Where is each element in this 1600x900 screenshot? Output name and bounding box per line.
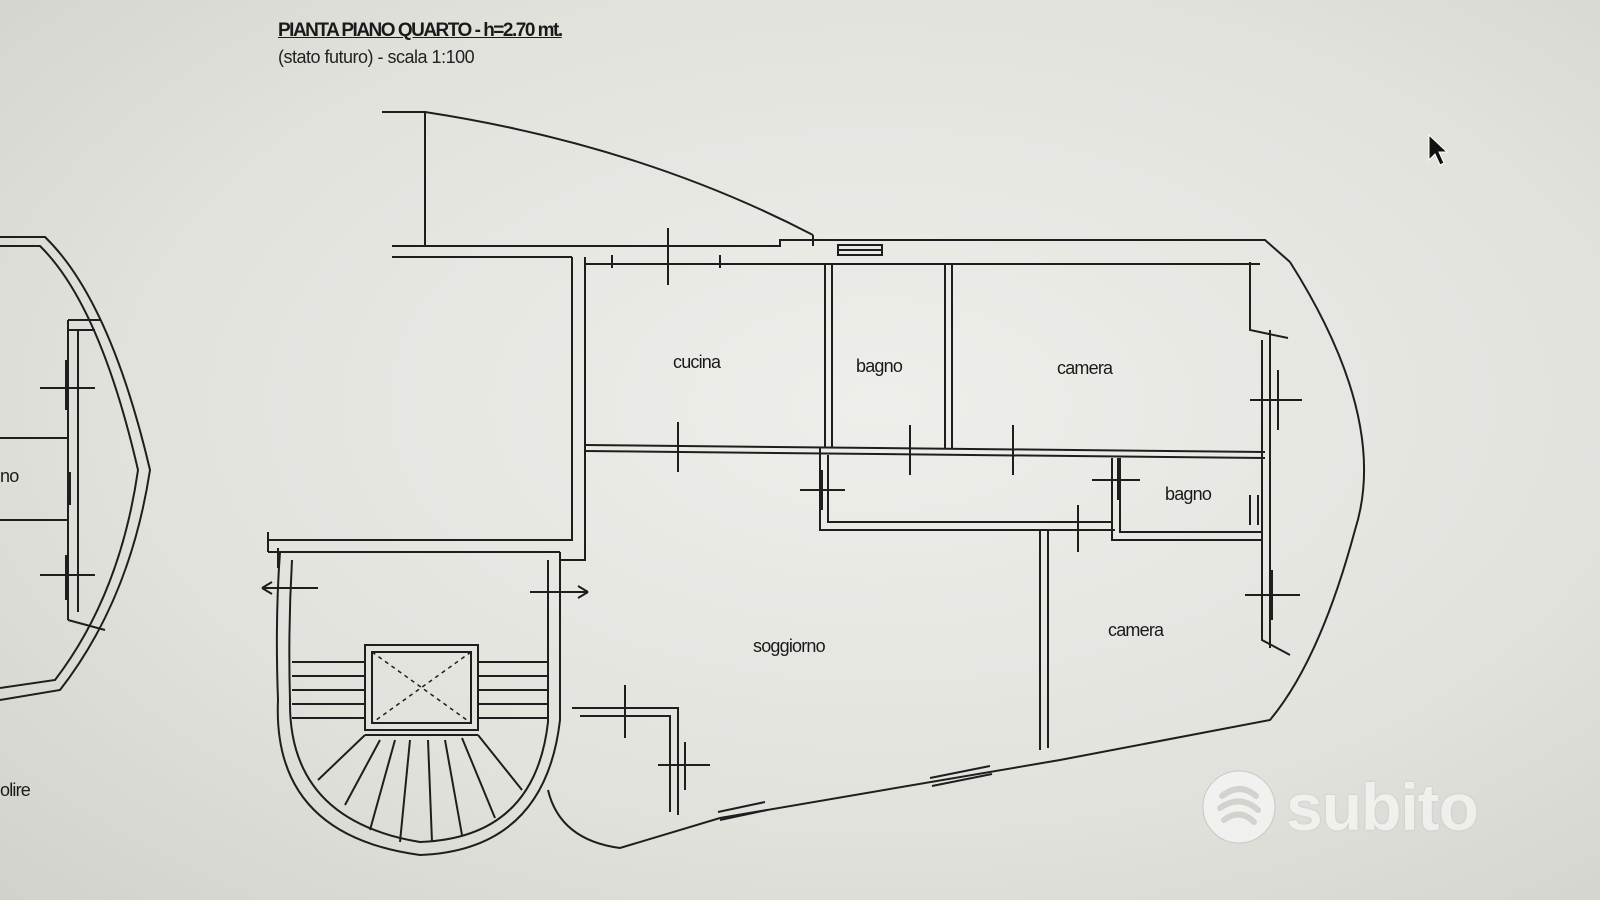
adjacent-plan — [0, 236, 152, 701]
room-label-bathroom-1: bagno — [856, 356, 903, 376]
drawing-title: PIANTA PIANO QUARTO - h=2.70 mt. — [278, 20, 563, 41]
room-label-bedroom-1: camera — [1057, 358, 1114, 378]
room-label-kitchen: cucina — [673, 352, 722, 372]
subito-logo-icon — [1202, 770, 1276, 844]
outer-walls — [268, 239, 1366, 850]
mouse-cursor-icon — [1428, 134, 1449, 166]
windows — [717, 244, 993, 821]
watermark-brand: subito — [1286, 770, 1479, 844]
watermark-logo: subito — [1200, 762, 1479, 852]
balcony-outline — [382, 111, 814, 246]
adjacent-note-label: olire — [0, 780, 31, 800]
door-openings — [611, 228, 1302, 790]
room-label-living-room: soggiorno — [753, 636, 826, 656]
stairwell — [267, 532, 561, 857]
access-arrows — [261, 581, 589, 599]
adjacent-room-label: no — [0, 466, 19, 486]
elevator-shaft — [364, 644, 479, 731]
room-label-bathroom-2: bagno — [1165, 484, 1212, 504]
interior-walls — [572, 263, 1266, 815]
drawing-subtitle: (stato futuro) - scala 1:100 — [278, 47, 475, 67]
room-label-bedroom-2: camera — [1108, 620, 1165, 640]
